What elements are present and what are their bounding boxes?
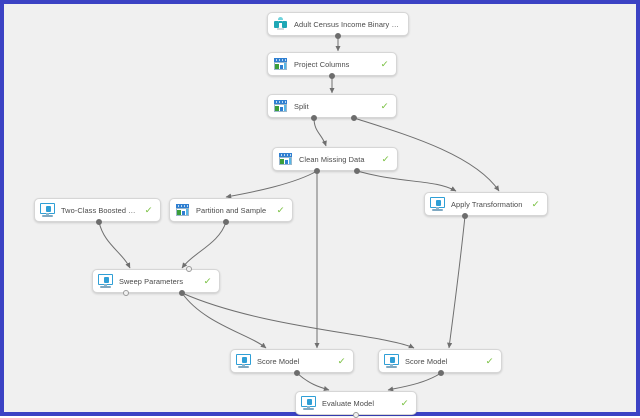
module-port[interactable] <box>186 266 192 272</box>
model-icon <box>384 353 399 369</box>
model-icon <box>98 273 113 289</box>
module-label: Clean Missing Data <box>299 154 365 164</box>
module-port[interactable] <box>223 219 229 225</box>
grid-icon <box>175 203 190 218</box>
module-label: Score Model <box>405 356 448 366</box>
status-check-icon: ✓ <box>203 275 213 286</box>
connection-edge[interactable] <box>356 170 457 192</box>
connection-edge[interactable] <box>353 117 500 192</box>
connection-edge[interactable] <box>98 221 131 269</box>
module-label: Adult Census Income Binary C... <box>294 19 401 29</box>
module-port[interactable] <box>311 115 317 121</box>
module-node-partition[interactable]: Partition and Sample ✓ <box>169 198 293 222</box>
experiment-canvas[interactable]: Adult Census Income Binary C... Project C… <box>4 4 636 418</box>
status-check-icon: ✓ <box>531 198 541 209</box>
model-icon <box>236 353 251 369</box>
grid-icon <box>278 152 293 167</box>
status-check-icon: ✓ <box>337 355 347 366</box>
connection-edge[interactable] <box>181 292 267 349</box>
status-check-icon: ✓ <box>485 355 495 366</box>
module-port[interactable] <box>123 290 129 296</box>
status-check-icon: ✓ <box>381 153 391 164</box>
module-port[interactable] <box>353 412 359 418</box>
module-label: Score Model <box>257 356 300 366</box>
module-node-score2[interactable]: Score Model ✓ <box>378 349 502 373</box>
model-icon <box>301 395 316 411</box>
module-node-sweep[interactable]: Sweep Parameters ✓ <box>92 269 220 293</box>
status-check-icon: ✓ <box>380 58 390 69</box>
module-label: Split <box>294 101 309 111</box>
module-port[interactable] <box>329 73 335 79</box>
module-port[interactable] <box>294 370 300 376</box>
model-icon <box>430 196 445 212</box>
connection-edge[interactable] <box>225 170 318 199</box>
module-node-score1[interactable]: Score Model ✓ <box>230 349 354 373</box>
grid-icon <box>273 57 288 72</box>
connection-edge[interactable] <box>387 372 442 392</box>
connection-edge[interactable] <box>296 372 330 391</box>
module-node-dataset[interactable]: Adult Census Income Binary C... <box>267 12 409 36</box>
grid-icon <box>273 99 288 114</box>
module-port[interactable] <box>96 219 102 225</box>
connection-edge[interactable] <box>447 215 466 349</box>
module-label: Project Columns <box>294 59 350 69</box>
connection-edge[interactable] <box>181 292 415 349</box>
status-check-icon: ✓ <box>380 100 390 111</box>
module-port[interactable] <box>351 115 357 121</box>
module-port[interactable] <box>462 213 468 219</box>
status-check-icon: ✓ <box>276 204 286 215</box>
module-node-evaluate[interactable]: Evaluate Model ✓ <box>295 391 417 415</box>
module-label: Evaluate Model <box>322 398 375 408</box>
model-icon <box>40 202 55 218</box>
connection-layer <box>98 36 500 392</box>
connection-edge[interactable] <box>181 221 227 269</box>
status-check-icon: ✓ <box>400 397 410 408</box>
module-port[interactable] <box>335 33 341 39</box>
status-check-icon: ✓ <box>144 204 154 215</box>
module-node-applytx[interactable]: Apply Transformation ✓ <box>424 192 548 216</box>
module-port[interactable] <box>314 168 320 174</box>
module-node-clean[interactable]: Clean Missing Data ✓ <box>272 147 398 171</box>
module-label: Partition and Sample <box>196 205 267 215</box>
module-port[interactable] <box>354 168 360 174</box>
module-port[interactable] <box>179 290 185 296</box>
module-node-split[interactable]: Split ✓ <box>267 94 397 118</box>
module-node-project[interactable]: Project Columns ✓ <box>267 52 397 76</box>
dataset-icon <box>273 16 288 32</box>
module-node-tcbdt[interactable]: Two-Class Boosted Decision T... ✓ <box>34 198 161 222</box>
module-label: Sweep Parameters <box>119 276 184 286</box>
module-label: Apply Transformation <box>451 199 523 209</box>
module-label: Two-Class Boosted Decision T... <box>61 205 139 215</box>
module-port[interactable] <box>438 370 444 376</box>
connection-edge[interactable] <box>313 117 327 147</box>
